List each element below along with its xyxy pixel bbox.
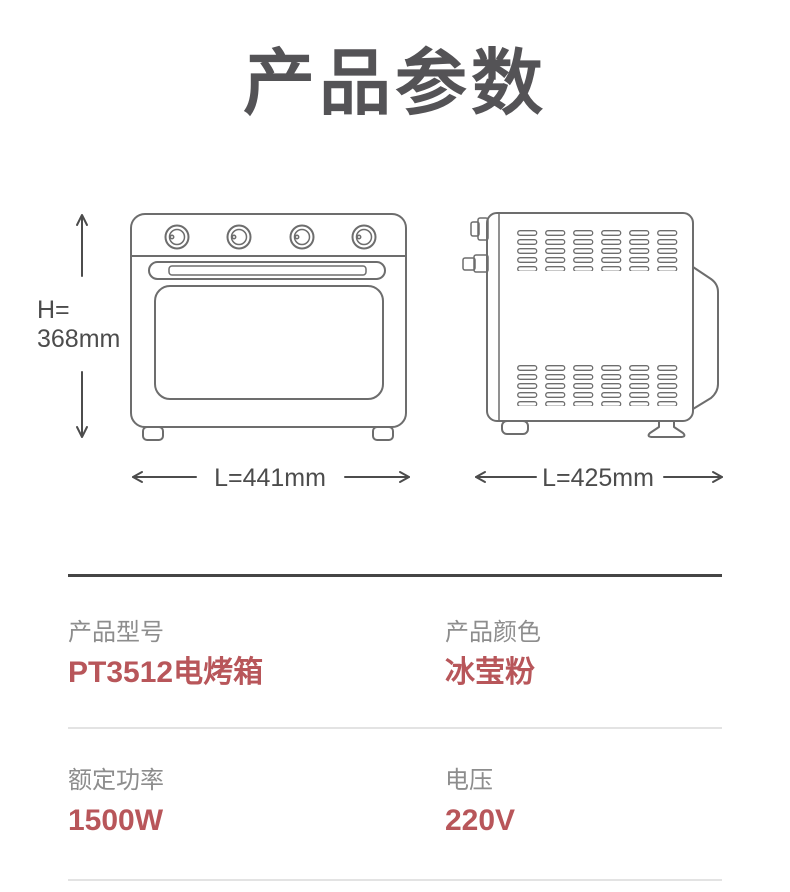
page-title: 产品参数	[242, 44, 547, 124]
product-dimension-diagram: H= 368mm L=441mm L=425mm	[37, 212, 723, 492]
spec-label: 产品颜色	[445, 619, 541, 646]
spec-label: 额定功率	[68, 767, 164, 794]
oven-knob-icon	[164, 224, 190, 250]
oven-side-view-drawing	[462, 212, 719, 438]
front-width-dimension: L=441mm	[132, 464, 410, 492]
spec-item-power: 额定功率 1500W	[68, 768, 388, 837]
oven-knob-side-icon	[462, 254, 489, 273]
spec-item-model: 产品型号 PT3512电烤箱	[68, 620, 388, 689]
height-label-line2: 368mm	[37, 325, 120, 353]
oven-front-view-drawing	[130, 213, 407, 441]
oven-foot	[501, 420, 529, 435]
spec-value: 220V	[445, 804, 516, 837]
front-width-label: L=441mm	[214, 464, 326, 492]
spec-label: 产品型号	[68, 619, 164, 646]
oven-foot	[647, 420, 686, 438]
spec-value: 1500W	[68, 804, 164, 837]
side-width-label: L=425mm	[542, 464, 654, 492]
spec-label: 电压	[445, 767, 493, 794]
height-label-line1: H=	[37, 296, 70, 324]
height-dimension: H= 368mm	[37, 214, 120, 438]
oven-knob-icon	[351, 224, 377, 250]
oven-foot	[372, 426, 394, 441]
spec-item-color: 产品颜色 冰莹粉	[445, 620, 765, 689]
side-width-dimension: L=425mm	[475, 464, 723, 492]
oven-door-bulge	[692, 266, 719, 410]
divider-thin	[68, 879, 722, 881]
oven-knob-side-icon	[470, 217, 489, 241]
oven-door-window	[154, 285, 384, 400]
oven-knob-icon	[289, 224, 315, 250]
spec-value: 冰莹粉	[445, 656, 535, 689]
divider-thin	[68, 727, 722, 729]
vent-slots-bottom	[517, 365, 678, 406]
oven-handle	[148, 261, 386, 280]
vent-slots-top	[517, 230, 678, 271]
oven-foot	[142, 426, 164, 441]
divider-thick	[68, 574, 722, 577]
oven-knob-icon	[226, 224, 252, 250]
spec-value: PT3512电烤箱	[68, 656, 264, 689]
spec-item-voltage: 电压 220V	[445, 768, 765, 837]
